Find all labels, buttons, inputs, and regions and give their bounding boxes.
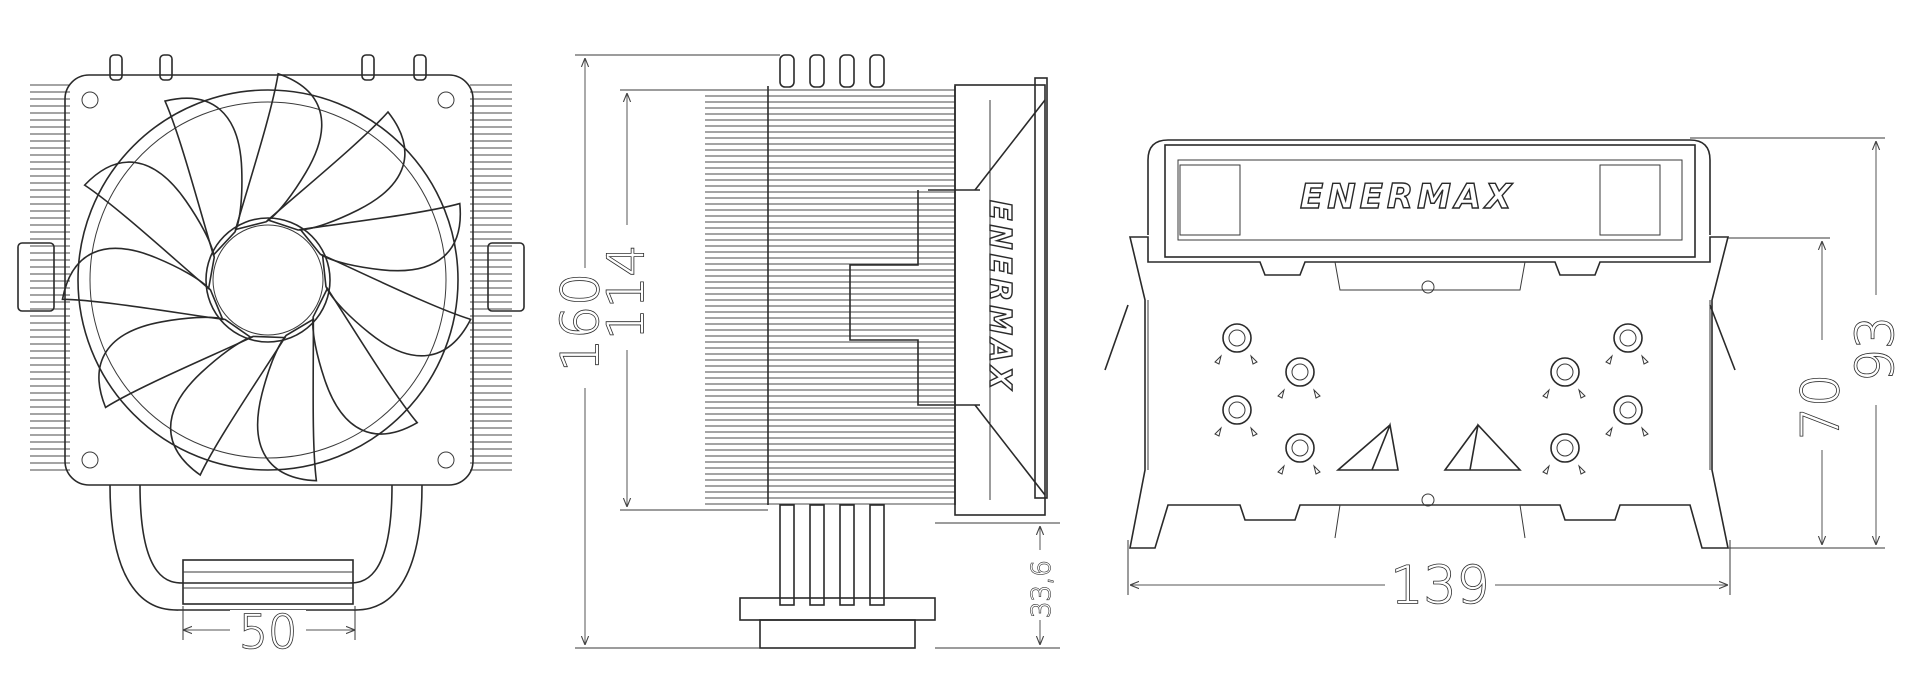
- mounting-hole: [1550, 433, 1580, 463]
- fan-blade: [257, 317, 318, 482]
- front-view: 50: [17, 54, 525, 660]
- fan-blade: [234, 72, 323, 231]
- mounting-hole-inner: [1556, 363, 1574, 381]
- mounting-hole-marker: [1542, 464, 1586, 475]
- mounting-hole-inner: [1619, 401, 1637, 419]
- dimension-fin-height: 114: [597, 245, 655, 340]
- mounting-hole: [1613, 323, 1643, 353]
- mounting-hole-marker: [1277, 464, 1321, 475]
- mounting-hole-marker: [1214, 354, 1258, 365]
- mounting-hole-inner: [1556, 439, 1574, 457]
- fan-blade: [61, 247, 224, 321]
- fan-blade: [321, 253, 472, 357]
- front-heatsink-fins: [30, 84, 512, 471]
- mounting-hole: [1285, 357, 1315, 387]
- mounting-hole-inner: [1291, 439, 1309, 457]
- fan-blade: [312, 286, 419, 435]
- mounting-hole: [1222, 323, 1252, 353]
- mounting-hole-marker: [1277, 388, 1321, 399]
- mounting-hole: [1550, 357, 1580, 387]
- mounting-holes: [1214, 323, 1649, 475]
- fan-blade: [266, 110, 406, 231]
- fan-blade: [298, 202, 462, 272]
- mounting-hole-inner: [1619, 329, 1637, 347]
- fan-blade: [163, 97, 243, 257]
- top-brand-logo: ENERMAX: [1300, 177, 1515, 217]
- mounting-hole-marker: [1542, 388, 1586, 399]
- dimension-inner-height: 70: [1791, 374, 1851, 440]
- mounting-hole: [1285, 433, 1315, 463]
- mounting-hole: [1613, 395, 1643, 425]
- mounting-hole-marker: [1605, 354, 1649, 365]
- dimension-outer-height: 93: [1846, 316, 1906, 382]
- side-view: ENERMAX 160 114 33,6: [550, 54, 1060, 649]
- mounting-hole-inner: [1228, 401, 1246, 419]
- dimension-front-width: 50: [239, 605, 298, 659]
- fan-blade: [98, 316, 253, 409]
- fan-blade: [83, 161, 216, 291]
- base-plate: [1128, 236, 1730, 549]
- mounting-hole-marker: [1605, 426, 1649, 437]
- mounting-hole-inner: [1228, 329, 1246, 347]
- mounting-hole: [1222, 395, 1252, 425]
- side-brand-logo: ENERMAX: [982, 200, 1017, 393]
- fan-hub: [205, 217, 331, 343]
- mounting-hole-marker: [1214, 426, 1258, 437]
- mounting-hole-inner: [1291, 363, 1309, 381]
- fan-blades: [61, 72, 472, 482]
- dimension-base-height: 33,6: [1027, 560, 1057, 618]
- dimension-top-width: 139: [1390, 556, 1489, 616]
- top-view: ENERMAX 139 70 93: [1104, 137, 1907, 617]
- fan-blade: [169, 335, 287, 477]
- side-heatsink-fins: [705, 89, 955, 505]
